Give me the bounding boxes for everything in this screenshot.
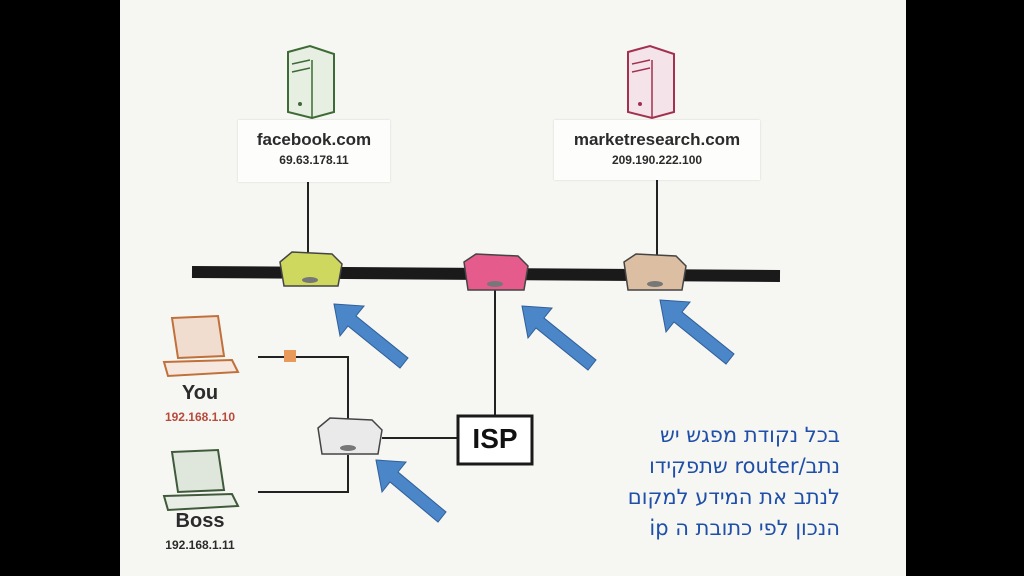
client-boss-name: Boss	[175, 510, 225, 532]
router-marketresearch	[623, 253, 687, 291]
connector-you	[258, 356, 349, 420]
arrow-router-facebook-icon	[333, 303, 409, 369]
arrow-router-local-icon	[375, 459, 447, 523]
laptop-you-icon	[162, 314, 240, 378]
server-facebook-card: facebook.com 69.63.178.11	[238, 120, 390, 182]
server-marketresearch-card: marketresearch.com 209.190.222.100	[554, 120, 760, 180]
server-facebook-ip: 69.63.178.11	[279, 153, 349, 167]
router-facebook	[279, 251, 343, 287]
caption-line: הנכון לפי כתובת ה ip	[649, 516, 840, 540]
caption-line: נתב/router שתפקידו	[649, 454, 840, 478]
server-facebook-icon	[287, 44, 335, 120]
server-facebook-name: facebook.com	[256, 130, 372, 149]
client-you-name: You	[181, 382, 219, 404]
server-marketresearch-ip: 209.190.222.100	[611, 153, 703, 167]
isp-box	[456, 414, 534, 466]
caption-text: בכל נקודת מפגש יש נתב/router שתפקידו לנת…	[540, 420, 840, 544]
router-center	[463, 253, 529, 291]
client-boss-ip: 192.168.1.11	[165, 538, 235, 552]
connector-boss	[258, 455, 349, 493]
server-marketresearch-name: marketresearch.com	[573, 130, 741, 149]
client-you-ip: 192.168.1.10	[164, 410, 236, 424]
isp-label: ISP	[472, 423, 518, 454]
packet-marker	[284, 350, 296, 362]
caption-line: לנתב את המידע למקום	[627, 485, 840, 509]
laptop-boss-icon	[162, 448, 240, 512]
arrow-router-marketresearch-icon	[659, 299, 735, 365]
arrow-router-center-icon	[521, 305, 597, 371]
network-diagram	[162, 44, 781, 523]
server-marketresearch-icon	[627, 44, 675, 120]
diagram-canvas: facebook.com 69.63.178.11 marketresearch…	[120, 0, 906, 576]
router-local	[317, 417, 383, 455]
caption-line: בכל נקודת מפגש יש	[660, 423, 840, 447]
